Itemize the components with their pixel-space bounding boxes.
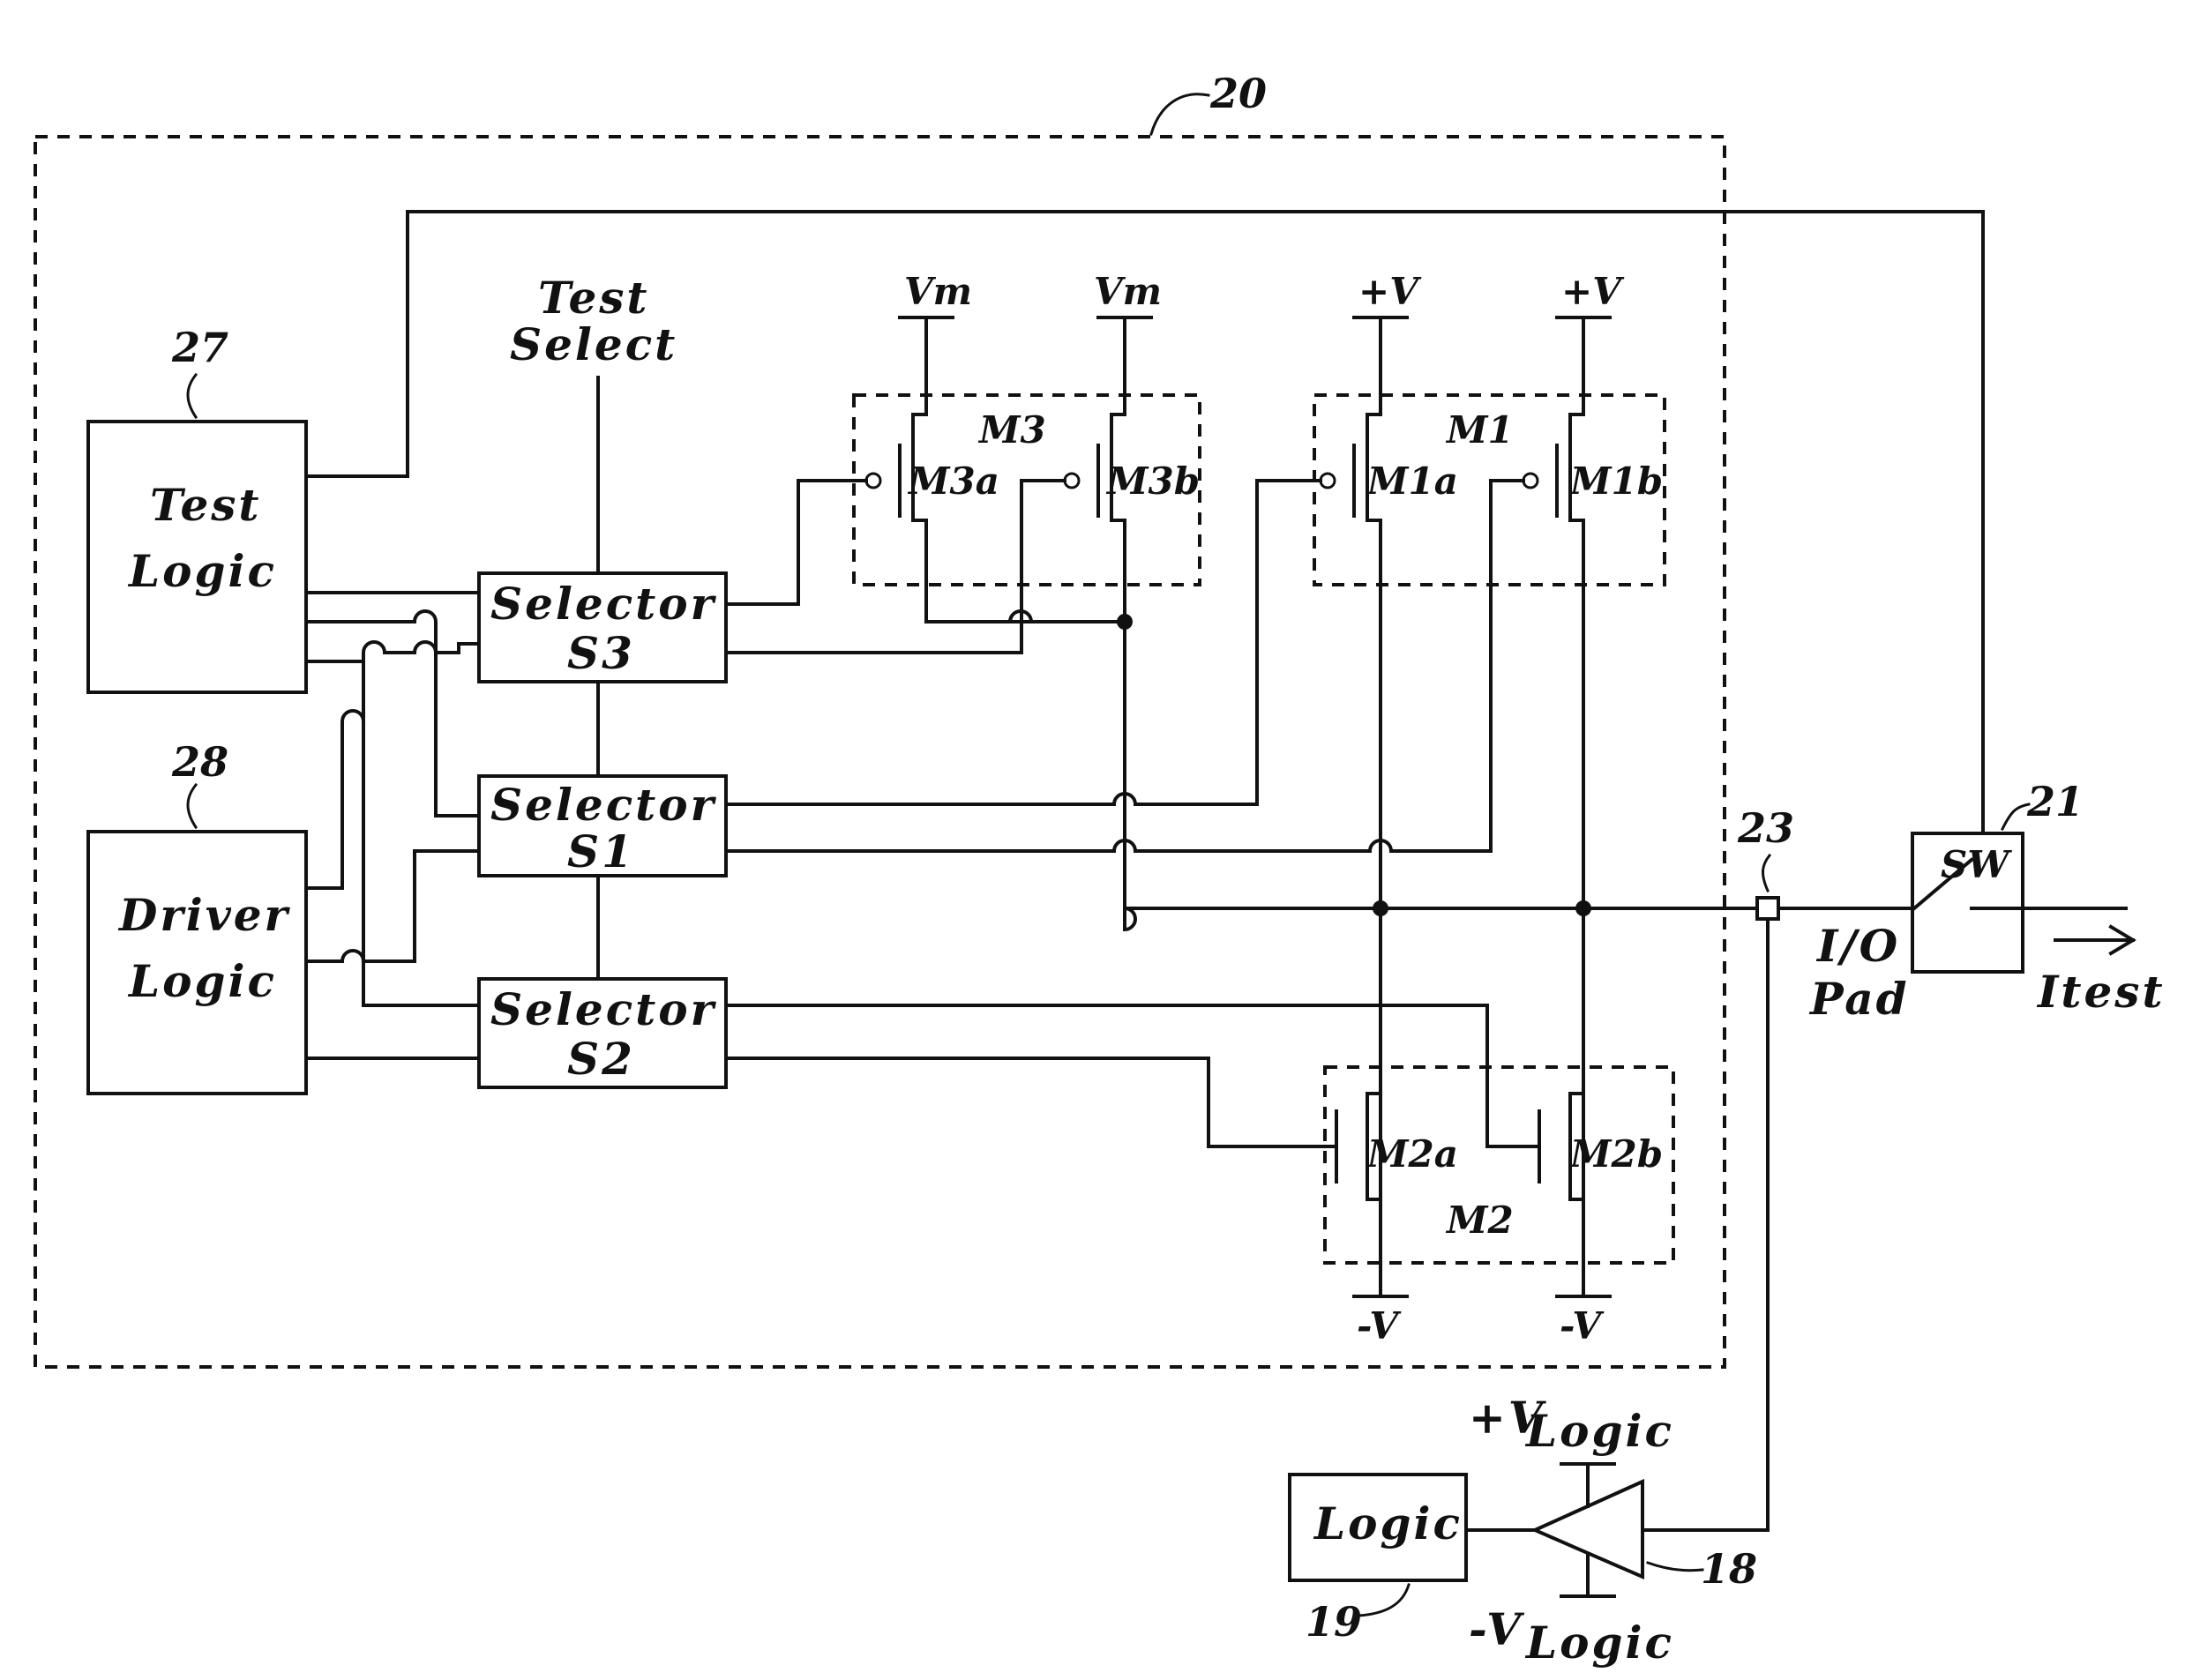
driver-logic-ref: 28 bbox=[171, 738, 228, 786]
vm-right-label: Vm bbox=[1094, 270, 1162, 313]
m3a-label: M3a bbox=[907, 459, 999, 503]
buffer-leader bbox=[1648, 1563, 1702, 1571]
test-logic-label-2: Logic bbox=[127, 545, 277, 597]
switch-label: SW bbox=[1941, 843, 2012, 886]
m1b-label: M1b bbox=[1568, 459, 1663, 503]
logic-label: Logic bbox=[1313, 1497, 1463, 1549]
m1b-bubble bbox=[1523, 474, 1538, 488]
selector-s3-label-1: Selector bbox=[490, 578, 717, 630]
minus-v-left-label: -V bbox=[1357, 1304, 1402, 1348]
m3b-bubble bbox=[1065, 474, 1079, 488]
test-logic-label-1: Test bbox=[150, 479, 262, 531]
pad-ref: 23 bbox=[1737, 804, 1794, 852]
test-logic-ref: 27 bbox=[171, 324, 228, 371]
m3-label: M3 bbox=[977, 408, 1046, 452]
driver-logic-label-2: Logic bbox=[127, 955, 277, 1007]
test-select-label-2: Select bbox=[510, 318, 677, 370]
minus-vlogic-sub: Logic bbox=[1524, 1617, 1674, 1669]
selector-s3-label-2: S3 bbox=[567, 627, 635, 679]
selector-s1-label-2: S1 bbox=[567, 825, 635, 877]
m3-junction bbox=[1117, 614, 1133, 630]
m1b-m2b-junction bbox=[1575, 900, 1591, 916]
m3a-bubble bbox=[866, 474, 880, 488]
pad-leader bbox=[1762, 855, 1770, 891]
buffer-supply-wires bbox=[1561, 1464, 1614, 1596]
selector-s2-label-2: S2 bbox=[567, 1033, 635, 1085]
selector-s2-label-1: Selector bbox=[490, 983, 717, 1035]
block-20-boundary bbox=[35, 137, 1725, 1367]
switch-ref: 21 bbox=[2026, 778, 2084, 825]
m2-label: M2 bbox=[1445, 1198, 1514, 1242]
block-20-ref: 20 bbox=[1209, 70, 1267, 117]
m1a-bubble bbox=[1321, 474, 1335, 488]
driver-logic-label-1: Driver bbox=[117, 889, 291, 941]
m3b-label: M3b bbox=[1105, 459, 1200, 503]
minus-v-right-label: -V bbox=[1560, 1304, 1605, 1348]
m2a-label: M2a bbox=[1366, 1132, 1458, 1176]
logic-ref: 19 bbox=[1306, 1598, 1362, 1646]
s2-to-m2a-wire bbox=[726, 1058, 1336, 1146]
test-select-label-1: Test bbox=[538, 272, 650, 324]
test-logic-leader bbox=[188, 375, 196, 417]
tl-to-s1-wire bbox=[306, 611, 479, 816]
plus-v-right-rail bbox=[1557, 317, 1610, 1235]
m1-label: M1 bbox=[1445, 408, 1514, 452]
driver-logic-leader bbox=[188, 785, 196, 827]
tl-to-s2-wire bbox=[306, 661, 479, 1005]
buffer-ref: 18 bbox=[1701, 1545, 1757, 1593]
io-pad bbox=[1757, 898, 1778, 919]
minus-vlogic-main: -V bbox=[1469, 1603, 1525, 1655]
m1a-m2a-junction bbox=[1373, 900, 1388, 916]
s3-to-m3b-wire bbox=[726, 481, 1065, 653]
plus-v-right-label: +V bbox=[1561, 270, 1625, 313]
block-20-leader bbox=[1151, 94, 1209, 134]
plus-v-left-rail bbox=[1354, 317, 1407, 1235]
itest-arrow-icon bbox=[2055, 927, 2133, 953]
m1a-label: M1a bbox=[1366, 459, 1458, 503]
dl-to-s1-wire bbox=[306, 851, 479, 961]
s2-to-m2b-wire bbox=[726, 1005, 1539, 1146]
itest-label: Itest bbox=[2036, 966, 2166, 1018]
logic-leader bbox=[1358, 1585, 1409, 1616]
io-label-1: I/O bbox=[1815, 920, 1900, 972]
s3-to-m3a-wire bbox=[726, 481, 866, 604]
vm-left-label: Vm bbox=[904, 270, 972, 313]
plus-v-left-label: +V bbox=[1358, 270, 1422, 313]
selector-s1-label-1: Selector bbox=[490, 779, 717, 831]
plus-vlogic-sub: Logic bbox=[1524, 1405, 1674, 1457]
m2b-label: M2b bbox=[1568, 1132, 1663, 1176]
switch-leader bbox=[2002, 804, 2029, 829]
io-label-2: Pad bbox=[1808, 973, 1910, 1025]
